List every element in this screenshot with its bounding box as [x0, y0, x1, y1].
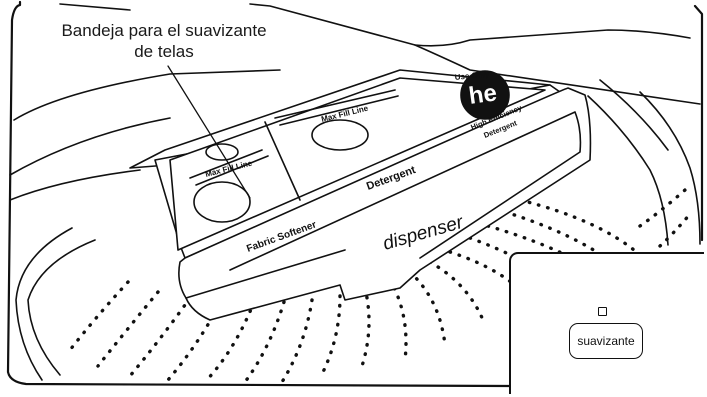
callout-leader-line: [167, 65, 251, 199]
control-panel-inset: suavizante: [509, 252, 704, 394]
dispenser-drawer: [129, 69, 561, 259]
softener-tray-callout: Bandeja para el suavizante de telas: [14, 20, 314, 62]
softener-button-label: suavizante: [577, 334, 635, 348]
softener-button[interactable]: suavizante: [569, 323, 643, 359]
callout-line-1: Bandeja para el suavizante: [61, 21, 267, 40]
washer-body: [6, 0, 704, 388]
drawer-front-panel: [178, 87, 592, 321]
indicator-light-icon: [598, 307, 607, 316]
callout-line-2: de telas: [134, 42, 194, 61]
he-logo-text: he: [467, 79, 499, 110]
he-use-only-text: Use Only: [454, 69, 490, 82]
